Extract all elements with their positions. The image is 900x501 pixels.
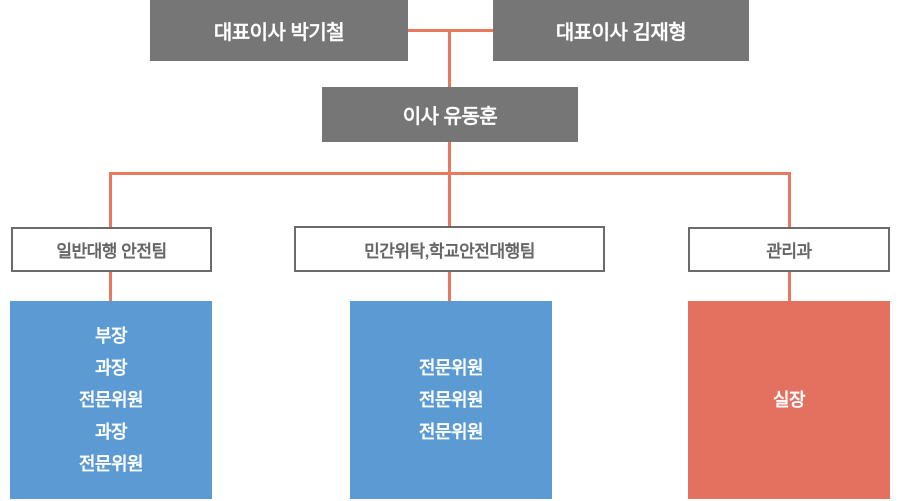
- node-ceo-1: 대표이사 박기철: [150, 0, 408, 61]
- dept-box-general-agency-safety-team: 일반대행 안전팀: [11, 227, 212, 272]
- member-role: 전문위원: [78, 454, 144, 474]
- connector-director-to-trunk: [448, 142, 451, 173]
- connector-trunk-to-dept-3: [788, 172, 791, 227]
- member-box-general-agency-safety-team: 부장 과장 전문위원 과장 전문위원: [10, 301, 212, 499]
- node-ceo-1-label: 대표이사 박기철: [213, 22, 345, 44]
- member-role: 부장: [94, 326, 128, 346]
- dept-box-management-division: 관리과: [688, 227, 890, 272]
- member-role: 과장: [94, 358, 128, 378]
- dept-box-private-school-safety-team: 민간위탁,학교안전대행팀: [294, 226, 605, 272]
- member-role: 전문위원: [418, 358, 484, 378]
- member-box-private-school-safety-team: 전문위원 전문위원 전문위원: [350, 301, 552, 499]
- dept-box-3-label: 관리과: [766, 242, 812, 261]
- connector-dept-2-to-members: [448, 272, 451, 301]
- connector-trunk-to-dept-2: [448, 172, 451, 227]
- node-director: 이사 유동훈: [322, 87, 578, 142]
- member-role: 전문위원: [418, 390, 484, 410]
- dept-box-2-label: 민간위탁,학교안전대행팀: [364, 241, 535, 261]
- member-role: 실장: [772, 390, 806, 410]
- member-role: 전문위원: [78, 390, 144, 410]
- connector-dept-3-to-members: [788, 271, 791, 301]
- connector-ceo-to-director: [448, 29, 451, 87]
- connector-dept-1-to-members: [109, 271, 112, 301]
- member-role: 과장: [94, 422, 128, 442]
- member-box-management-division: 실장: [688, 301, 890, 499]
- node-ceo-2: 대표이사 김재형: [493, 0, 749, 61]
- connector-trunk-to-dept-1: [109, 172, 112, 227]
- node-ceo-2-label: 대표이사 김재형: [555, 22, 687, 44]
- dept-box-1-label: 일반대행 안전팀: [56, 242, 167, 261]
- node-director-label: 이사 유동훈: [402, 106, 498, 128]
- member-role: 전문위원: [418, 422, 484, 442]
